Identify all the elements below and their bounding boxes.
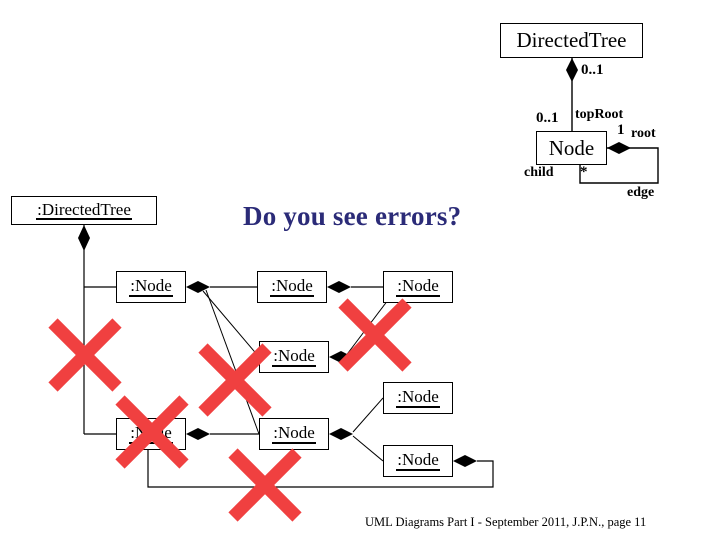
class-box-node[interactable]: Node [536,131,607,165]
object-box-node-4[interactable]: :Node [259,341,329,373]
object-link-tree-children [78,225,116,435]
object-label: :Node [396,387,440,408]
object-label: :Node [270,276,314,297]
class-box-directedtree[interactable]: DirectedTree [500,23,643,58]
rolename-edge: edge [627,185,655,200]
object-box-node-6[interactable]: :Node [116,418,186,450]
object-box-node-2[interactable]: :Node [257,271,327,303]
object-link-n7-children [329,397,384,462]
class-link-toproot [566,58,578,131]
object-link-n3-n4 [329,299,389,363]
page-title: Do you see errors? [243,201,462,231]
object-link-n6-n7 [186,428,259,440]
class-name-node: Node [548,135,595,160]
object-label: :DirectedTree [36,199,132,221]
multiplicity-node-root: 1 [617,122,625,138]
multiplicity-node-toproot: 0..1 [536,110,559,126]
class-name-directedtree: DirectedTree [516,28,627,52]
object-label: :Node [129,276,173,297]
object-label: :Node [396,276,440,297]
object-label: :Node [396,450,440,471]
object-label: :Node [272,423,316,444]
class-link-edge [579,142,659,184]
rolename-root: root [631,126,656,141]
object-box-node-1[interactable]: :Node [116,271,186,303]
rolename-toproot: topRoot [575,107,624,122]
object-box-node-5[interactable]: :Node [383,382,453,414]
rolename-child: child [524,165,554,180]
object-link-n1-children [186,281,260,435]
object-label: :Node [272,346,316,367]
object-link-n8-cycle [147,450,494,488]
object-label: :Node [129,423,173,444]
object-box-node-8[interactable]: :Node [383,445,453,477]
multiplicity-node-child: * [580,164,588,180]
object-box-node-3[interactable]: :Node [383,271,453,303]
object-box-directedtree[interactable]: :DirectedTree [11,196,157,225]
slide-footer: UML Diagrams Part I - September 2011, J.… [365,515,647,529]
multiplicity-tree-toproot: 0..1 [581,62,604,78]
object-box-node-7[interactable]: :Node [259,418,329,450]
object-link-n2-n3 [327,281,383,293]
